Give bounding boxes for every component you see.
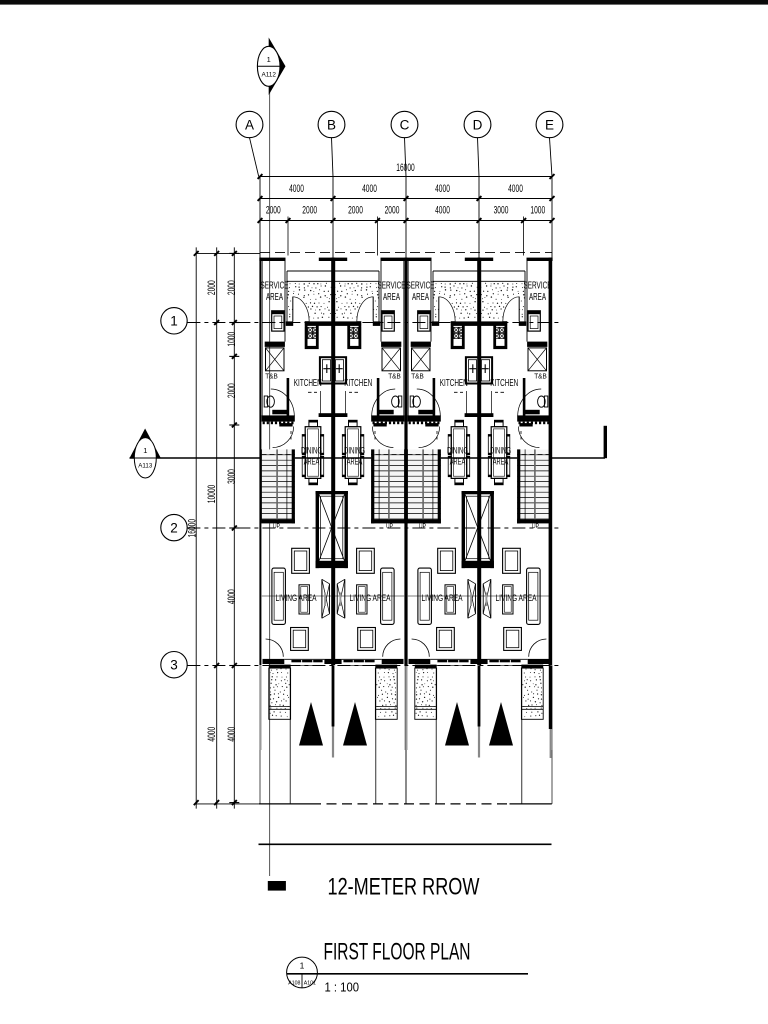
svg-text:AREA: AREA (304, 457, 320, 468)
svg-text:3000: 3000 (494, 204, 509, 216)
svg-text:10000: 10000 (206, 485, 218, 504)
svg-text:4000: 4000 (362, 183, 377, 195)
svg-text:4000: 4000 (508, 183, 523, 195)
svg-text:AREA: AREA (412, 292, 429, 303)
svg-text:3000: 3000 (226, 469, 238, 484)
svg-text:T&B: T&B (388, 372, 401, 381)
svg-text:4000: 4000 (435, 183, 450, 195)
svg-text:LIVING AREA: LIVING AREA (350, 592, 392, 603)
svg-text:SERVICE: SERVICE (407, 280, 435, 291)
svg-text:AREA: AREA (450, 457, 466, 468)
svg-text:1 : 100: 1 : 100 (325, 981, 360, 995)
svg-text:4000: 4000 (435, 204, 450, 216)
svg-text:2000: 2000 (206, 280, 218, 295)
svg-text:A: A (245, 117, 254, 132)
svg-text:A112: A112 (261, 72, 276, 79)
svg-text:LIVING AREA: LIVING AREA (422, 592, 464, 603)
svg-text:SERVICE: SERVICE (261, 280, 289, 291)
svg-text:UP: UP (419, 524, 426, 530)
svg-text:AREA: AREA (529, 292, 546, 303)
svg-text:KITCHEN: KITCHEN (344, 378, 372, 389)
svg-text:B: B (327, 117, 336, 132)
svg-text:KITCHEN: KITCHEN (440, 378, 468, 389)
svg-text:SERVICE: SERVICE (378, 280, 406, 291)
svg-text:3: 3 (170, 658, 178, 673)
svg-text:2: 2 (170, 520, 178, 535)
svg-text:2000: 2000 (226, 280, 238, 295)
svg-text:FIRST FLOOR PLAN: FIRST FLOOR PLAN (324, 939, 471, 966)
svg-text:A113: A113 (138, 463, 153, 470)
svg-text:A108: A108 (288, 981, 300, 987)
svg-text:A101: A101 (304, 981, 316, 987)
svg-text:AREA: AREA (493, 457, 509, 468)
svg-text:1: 1 (267, 55, 271, 64)
svg-text:2000: 2000 (266, 204, 281, 216)
svg-text:4000: 4000 (226, 589, 238, 604)
svg-text:E: E (545, 117, 554, 132)
svg-text:UP: UP (532, 524, 539, 530)
svg-text:DINING: DINING (447, 446, 468, 457)
svg-text:2000: 2000 (302, 204, 317, 216)
svg-text:4000: 4000 (226, 727, 238, 742)
svg-text:4000: 4000 (289, 183, 304, 195)
svg-text:1000: 1000 (226, 332, 238, 347)
svg-text:DINING: DINING (301, 446, 322, 457)
svg-text:1: 1 (300, 961, 305, 971)
svg-text:T&B: T&B (534, 372, 547, 381)
svg-text:16000: 16000 (396, 162, 415, 174)
svg-text:2000: 2000 (385, 204, 400, 216)
svg-text:2000: 2000 (348, 204, 363, 216)
svg-text:AREA: AREA (383, 292, 400, 303)
svg-text:DINING: DINING (490, 446, 511, 457)
svg-text:AREA: AREA (347, 457, 363, 468)
svg-text:1000: 1000 (530, 204, 545, 216)
svg-text:1: 1 (170, 314, 178, 329)
svg-text:12-METER RROW: 12-METER RROW (328, 874, 481, 901)
svg-text:KITCHEN: KITCHEN (294, 378, 322, 389)
svg-text:AREA: AREA (266, 292, 283, 303)
svg-text:D: D (473, 117, 483, 132)
svg-text:1: 1 (143, 446, 147, 455)
svg-text:T&B: T&B (411, 372, 424, 381)
svg-text:KITCHEN: KITCHEN (490, 378, 518, 389)
svg-text:UP: UP (386, 524, 393, 530)
svg-text:2000: 2000 (226, 383, 238, 398)
svg-text:C: C (400, 117, 410, 132)
svg-text:LIVING AREA: LIVING AREA (496, 592, 538, 603)
svg-text:T&B: T&B (265, 372, 278, 381)
svg-text:DINING: DINING (344, 446, 365, 457)
svg-text:SERVICE: SERVICE (524, 280, 552, 291)
svg-text:4000: 4000 (206, 727, 218, 742)
svg-text:LIVING AREA: LIVING AREA (276, 592, 318, 603)
svg-text:UP: UP (273, 524, 280, 530)
